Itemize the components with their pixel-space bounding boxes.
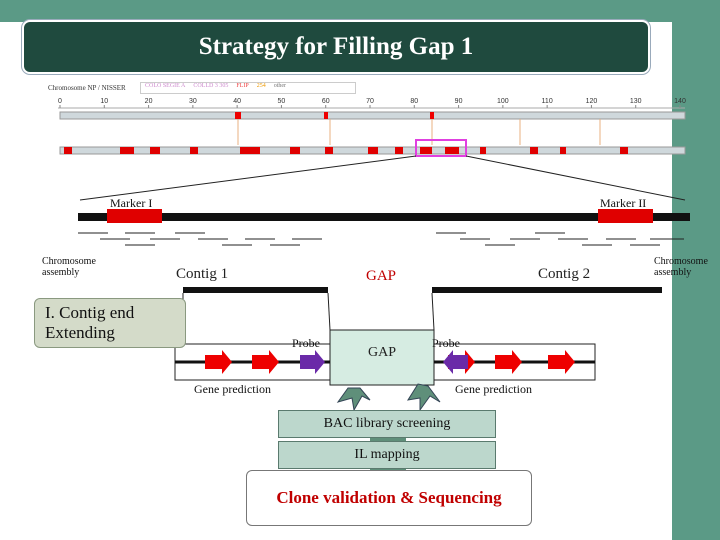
chromosome-bar-upper xyxy=(59,111,686,120)
leaf-right xyxy=(406,383,441,412)
clone-validation-step: Clone validation & Sequencing xyxy=(246,470,532,526)
ruler-tick-label: 30 xyxy=(189,98,197,105)
zoom-line-right xyxy=(465,155,686,201)
probe-arrow-left xyxy=(300,350,325,374)
il-mapping-step: IL mapping xyxy=(278,441,496,469)
top-band xyxy=(0,0,720,22)
connector-mid-right xyxy=(431,292,435,331)
ruler-tick-label: 50 xyxy=(278,98,286,105)
legend-item: FLIP xyxy=(236,83,249,89)
probe-label-right: Probe xyxy=(432,336,460,350)
legend-item: COLO SEGIE A xyxy=(145,83,186,89)
assembly-label-right: Chromosome assembly xyxy=(654,256,708,278)
ruler: 0 10 20 30 40 50 60 70 80 90 100 110 120 130 140 xyxy=(58,98,686,109)
assembly-reads xyxy=(78,232,684,246)
contig1-bar xyxy=(183,287,328,293)
ruler-tick-label: 110 xyxy=(542,98,553,105)
ruler-tick-label: 60 xyxy=(322,98,330,105)
upper-bar-marks xyxy=(235,112,434,119)
legend-item: COLLD 3 305 xyxy=(193,83,229,89)
legend-item: other xyxy=(273,83,287,89)
ruler-tick-label: 140 xyxy=(674,98,686,105)
gap-box xyxy=(329,329,435,386)
ruler-tick-label: 20 xyxy=(145,98,153,105)
probe-arrow-right xyxy=(443,350,468,374)
ruler-tick-label: 40 xyxy=(233,98,241,105)
marker-i-label: Marker I xyxy=(110,196,153,210)
gene-prediction-left: Gene prediction xyxy=(194,382,271,396)
slide-title: Strategy for Filling Gap 1 xyxy=(24,22,648,72)
ruler-tick-label: 0 xyxy=(58,98,62,105)
ruler-tick-label: 120 xyxy=(586,98,598,105)
leaf-left xyxy=(336,387,371,412)
ruler-tick-label: 10 xyxy=(100,98,108,105)
ruler-tick-label: 130 xyxy=(630,98,642,105)
selection-box xyxy=(415,139,467,157)
legend-item: 254 xyxy=(256,83,266,89)
contig1-label: Contig 1 xyxy=(176,266,229,282)
right-band xyxy=(672,0,720,540)
ruler-tick-label: 80 xyxy=(410,98,418,105)
gene-prediction-right: Gene prediction xyxy=(455,382,532,396)
zoomed-chromosome-bar xyxy=(78,213,690,221)
chromosome-name: Chromosome NP / NISSER xyxy=(48,84,126,92)
marker-ii-block xyxy=(598,209,653,223)
chromosome-legend: COLO SEGIE A COLLD 3 305 FLIP 254 other xyxy=(140,82,356,94)
lower-bar-marks xyxy=(64,147,628,154)
zoom-line-left xyxy=(79,155,417,201)
connector-mid-left xyxy=(327,292,331,331)
contig-extending-box: I. Contig end Extending xyxy=(34,298,186,348)
ruler-tick-label: 100 xyxy=(497,98,509,105)
bac-library-screening-step: BAC library screening xyxy=(278,410,496,438)
ruler-tick-label: 70 xyxy=(366,98,374,105)
assembly-label-left: Chromosome assembly xyxy=(42,256,96,278)
contig2-label: Contig 2 xyxy=(538,266,591,282)
probe-label-left: Probe xyxy=(292,336,320,350)
marker-ii-label: Marker II xyxy=(600,196,647,210)
contig2-bar xyxy=(432,287,662,293)
ruler-tick-label: 90 xyxy=(455,98,463,105)
gap-label: GAP xyxy=(366,268,397,284)
guide-lines xyxy=(237,119,601,145)
marker-i-block xyxy=(107,209,162,223)
gap-inner-label: GAP xyxy=(368,345,397,360)
